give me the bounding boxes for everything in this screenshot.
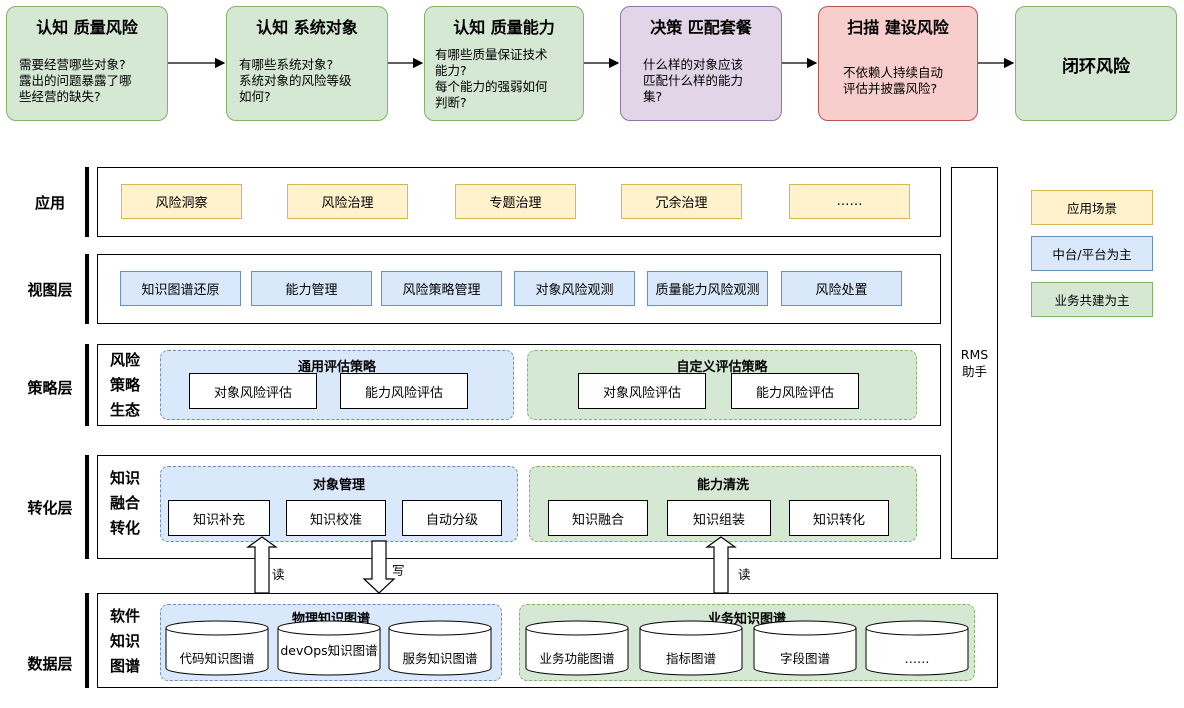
- flow-step-title: 认知 系统对象: [256, 18, 358, 37]
- flow-step-4: 决策 匹配套餐 什么样的对象应该 匹配什么样的能力 集?: [620, 6, 782, 121]
- flow-step-title: 扫描 建设风险: [847, 18, 949, 37]
- flow-step-5: 扫描 建设风险 不依赖人持续自动 评估并披露风险?: [818, 6, 978, 121]
- layer-label-strategy: 策略层: [27, 379, 73, 397]
- cylinder-service-graph: [388, 620, 492, 676]
- cylinder-label[interactable]: devOps知识图谱: [280, 643, 378, 658]
- data-category: 软件 知识 图谱: [110, 607, 141, 675]
- view-item[interactable]: 风险策略管理: [381, 271, 502, 306]
- cylinder-label[interactable]: ……: [904, 651, 930, 666]
- cylinder-business-function-graph: [525, 620, 629, 676]
- transform-item[interactable]: 知识补充: [168, 500, 270, 536]
- read-label: 读: [738, 567, 751, 582]
- flow-step-2: 认知 系统对象 有哪些系统对象? 系统对象的风险等级 如何?: [226, 6, 388, 121]
- app-item[interactable]: ……: [789, 184, 910, 219]
- cylinder-more: [865, 620, 969, 676]
- flow-step-desc: 需要经营哪些对象? 露出的问题暴露了哪 些经营的缺失?: [19, 57, 132, 104]
- view-item[interactable]: 对象风险观测: [514, 271, 635, 306]
- flow-step-3: 认知 质量能力 有哪些质量保证技术 能力? 每个能力的强弱如何 判断?: [424, 6, 584, 121]
- transform-item[interactable]: 自动分级: [402, 500, 502, 536]
- rms-assistant-label: RMS 助手: [960, 347, 989, 379]
- flow-step-desc: 有哪些系统对象? 系统对象的风险等级 如何?: [239, 57, 352, 104]
- layer-label-transform: 转化层: [27, 499, 73, 517]
- flow-step-1: 认知 质量风险 需要经营哪些对象? 露出的问题暴露了哪 些经营的缺失?: [6, 6, 168, 121]
- data-flow-arrows: [246, 536, 737, 594]
- strategy-category: 风险 策略 生态: [110, 351, 141, 419]
- transform-category: 知识 融合 转化: [110, 469, 141, 537]
- rms-assistant-panel[interactable]: RMS 助手: [951, 167, 998, 559]
- cylinder-label[interactable]: 服务知识图谱: [402, 651, 478, 666]
- group-title: 通用评估策略: [297, 360, 376, 375]
- flow-step-title: 闭环风险: [1062, 57, 1130, 77]
- view-item[interactable]: 风险处置: [781, 271, 902, 306]
- layer-label-app: 应用: [34, 194, 65, 212]
- layer-bar-data: [85, 593, 89, 688]
- layer-label-data: 数据层: [27, 655, 73, 673]
- app-item[interactable]: 风险治理: [287, 184, 408, 219]
- view-item[interactable]: 知识图谱还原: [120, 271, 241, 306]
- cylinder-label[interactable]: 代码知识图谱: [179, 651, 255, 666]
- legend-business: 业务共建为主: [1031, 282, 1153, 317]
- cylinder-label[interactable]: 业务功能图谱: [539, 651, 615, 666]
- strategy-item[interactable]: 对象风险评估: [189, 373, 317, 409]
- strategy-item[interactable]: 能力风险评估: [731, 373, 859, 409]
- app-item[interactable]: 专题治理: [455, 184, 576, 219]
- read-arrow-left: [246, 536, 278, 594]
- cylinder-code-graph: [165, 620, 269, 676]
- view-item[interactable]: 能力管理: [251, 271, 372, 306]
- app-item[interactable]: 冗余治理: [621, 184, 742, 219]
- group-title: 能力清洗: [696, 478, 749, 493]
- legend-application-scenario: 应用场景: [1031, 190, 1153, 225]
- write-label: 写: [392, 563, 405, 578]
- flow-step-desc: 有哪些质量保证技术 能力? 每个能力的强弱如何 判断?: [435, 47, 548, 110]
- flow-step-title: 决策 匹配套餐: [650, 18, 752, 37]
- cylinder-label[interactable]: 指标图谱: [665, 651, 716, 666]
- cylinder-metric-graph: [639, 620, 743, 676]
- layer-bar-view: [85, 254, 89, 324]
- flow-arrows: [168, 57, 1015, 69]
- layer-bar-strategy: [85, 344, 89, 426]
- cylinder-field-graph: [753, 620, 857, 676]
- read-arrow-right: [705, 536, 737, 594]
- flow-step-title: 认知 质量风险: [36, 18, 138, 37]
- flow-step-desc: 不依赖人持续自动 评估并披露风险?: [843, 65, 944, 96]
- app-item[interactable]: 风险洞察: [121, 184, 242, 219]
- layer-bar-transform: [85, 455, 89, 559]
- group-title: 自定义评估策略: [676, 360, 768, 375]
- flow-step-6: 闭环风险: [1015, 6, 1177, 121]
- legend-platform: 中台/平台为主: [1031, 236, 1153, 271]
- transform-item[interactable]: 知识组装: [667, 500, 771, 536]
- graph-cylinders: [165, 620, 969, 676]
- read-label: 读: [272, 567, 285, 582]
- cylinder-label[interactable]: 字段图谱: [779, 651, 830, 666]
- flow-step-desc: 什么样的对象应该 匹配什么样的能力 集?: [643, 57, 744, 104]
- transform-item[interactable]: 知识融合: [548, 500, 648, 536]
- layer-label-view: 视图层: [27, 281, 73, 299]
- flow-step-title: 认知 质量能力: [453, 18, 555, 37]
- transform-item[interactable]: 知识转化: [789, 500, 889, 536]
- view-item[interactable]: 质量能力风险观测: [647, 271, 768, 306]
- group-title: 对象管理: [312, 478, 365, 493]
- cylinder-devops-graph: [277, 620, 381, 676]
- layer-bar-app: [85, 167, 89, 237]
- transform-item[interactable]: 知识校准: [286, 500, 386, 536]
- strategy-item[interactable]: 能力风险评估: [340, 373, 468, 409]
- write-arrow: [362, 540, 396, 594]
- strategy-item[interactable]: 对象风险评估: [578, 373, 706, 409]
